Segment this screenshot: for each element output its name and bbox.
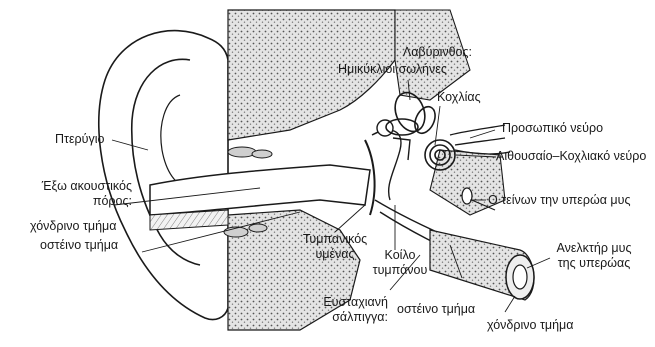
label-external-canal-line2: πόρος: (10, 194, 132, 209)
label-eustachian-line2: σάλπιγγα: (296, 310, 388, 325)
label-tympanic-cavity: Κοίλο τυμπάνου (370, 248, 430, 278)
label-auricle: Πτερύγιο (55, 132, 104, 147)
label-eustachian-line1: Ευσταχιανή (296, 295, 388, 310)
label-vestibulocochlear-nerve: Αιθουσαίο–Κοχλιακό νεύρο (496, 149, 646, 164)
label-cartilaginous-part: χόνδρινο τμήμα (30, 219, 116, 234)
label-external-canal: Έξω ακουστικός πόρος: (10, 179, 132, 209)
label-tympanic-cavity-line1: Κοίλο (370, 248, 430, 263)
label-eustachian-cartilaginous-part: χόνδρινο τμήμα (487, 318, 573, 333)
label-semicircular-canals: Ημικύκλιοι σωλήνες (338, 62, 447, 77)
label-eustachian-tube: Ευσταχιανή σάλπιγγα: (296, 295, 388, 325)
auricle-shape (99, 31, 228, 320)
label-levator-veli-palatini: Ανελκτήρ μυς της υπερώας (545, 241, 643, 271)
label-external-canal-line1: Έξω ακουστικός (10, 179, 132, 194)
label-tympanic-membrane-line2: υμένας (296, 247, 374, 262)
label-bony-part: οστέινο τμήμα (40, 238, 118, 253)
label-tympanic-cavity-line2: τυμπάνου (370, 263, 430, 278)
label-eustachian-bony-part: οστέινο τμήμα (397, 302, 475, 317)
label-facial-nerve: Προσωπικό νεύρο (502, 121, 603, 136)
label-labyrinth: Λαβύρινθος: (352, 45, 472, 60)
label-levator-line2: της υπερώας (545, 256, 643, 271)
label-tympanic-membrane-line1: Τυμπανικός (296, 232, 374, 247)
label-tympanic-membrane: Τυμπανικός υμένας (296, 232, 374, 262)
label-levator-line1: Ανελκτήρ μυς (545, 241, 643, 256)
label-tensor-veli-palatini: Ο τείνων την υπερώα μυς (488, 193, 631, 208)
label-cochlea: Κοχλίας (437, 90, 481, 105)
